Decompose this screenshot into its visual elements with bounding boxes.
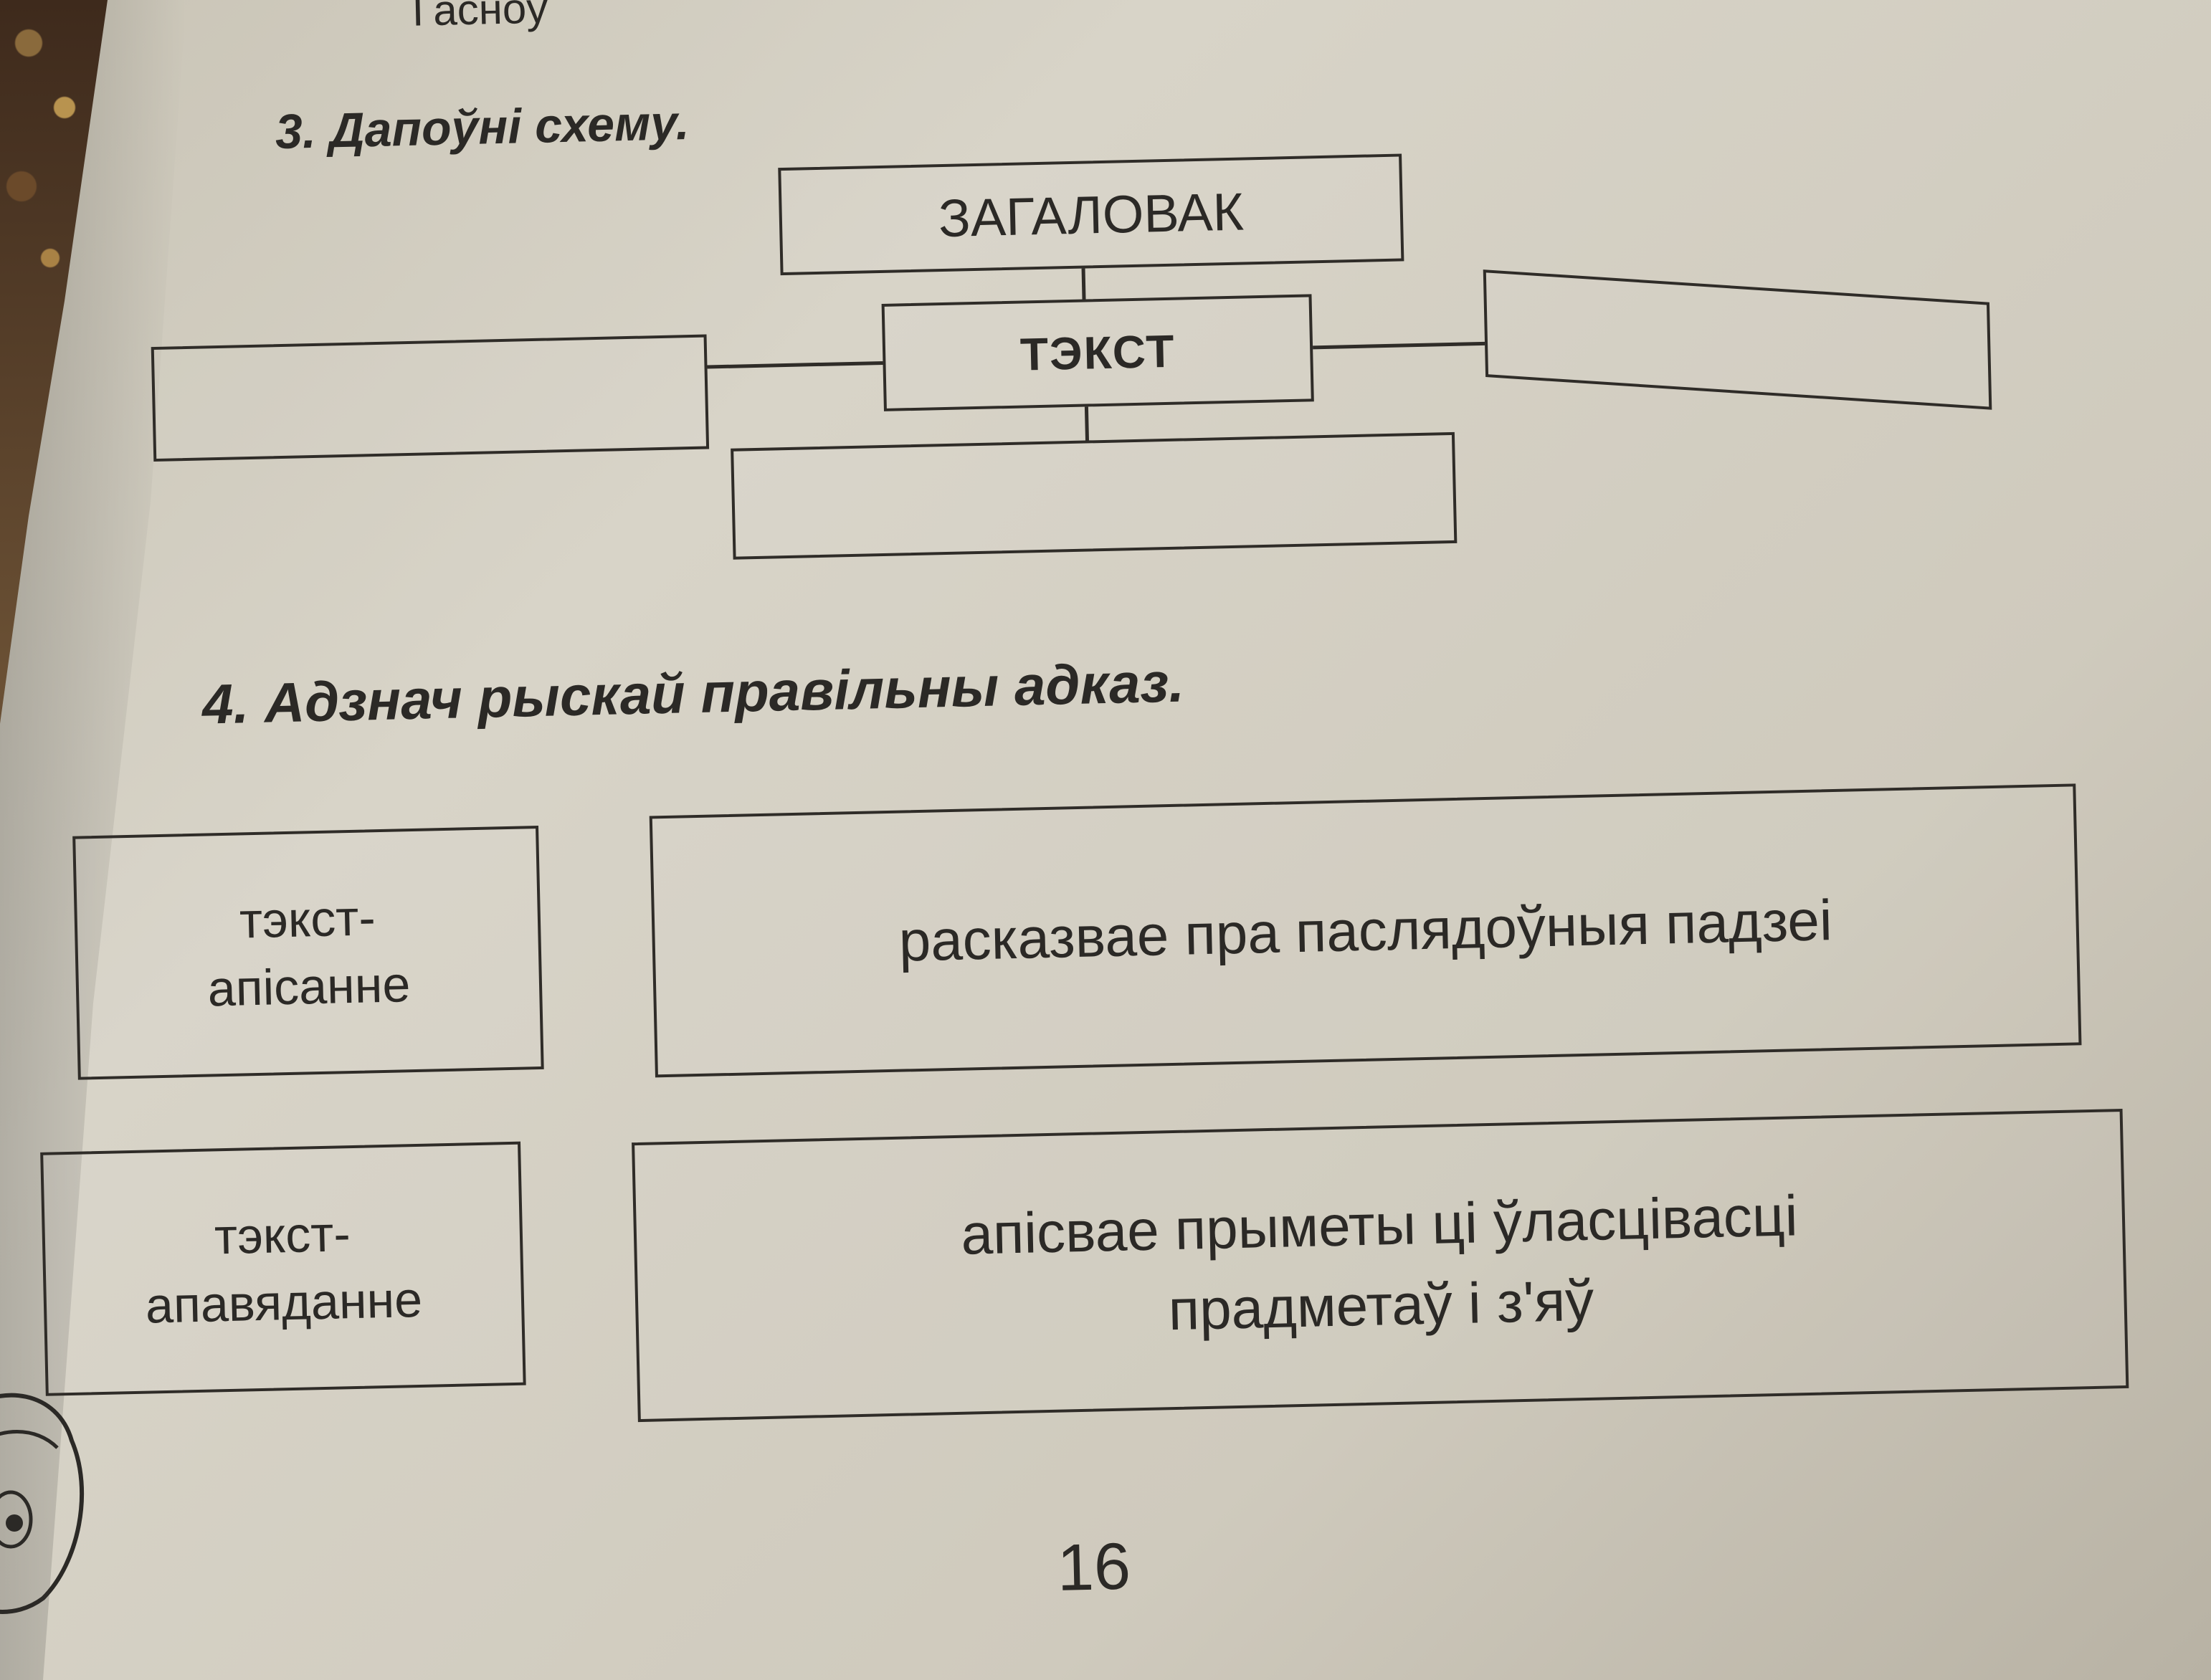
- task4-title: 4. Адзнач рыскай правільны адказ.: [201, 650, 1185, 736]
- scheme-connector-top: [1081, 268, 1086, 301]
- scheme-connector-bottom: [1084, 406, 1089, 441]
- definition-line1: расказвае пра паслядоўныя падзеі: [898, 887, 1833, 973]
- scheme-left-empty-box[interactable]: [151, 334, 710, 462]
- scheme-connector-right: [1313, 341, 1485, 350]
- text-type-box-description[interactable]: тэкст- апісанне: [72, 826, 544, 1080]
- page-number: 16: [1056, 1529, 1132, 1605]
- scheme-right-empty-box[interactable]: [1483, 269, 1992, 410]
- text-type-box-narrative[interactable]: тэкст- апавяданне: [40, 1141, 526, 1396]
- scheme-bottom-empty-box[interactable]: [731, 431, 1458, 560]
- scheme-connector-left: [707, 361, 883, 369]
- scheme-title-box: ЗАГАЛОВАК: [778, 153, 1404, 276]
- definition-box-properties[interactable]: апісвае прыметы ці ўласцівасці прадметаў…: [632, 1108, 2129, 1423]
- task3-title: 3. Дапоўні схему.: [275, 95, 690, 160]
- text-type-line2: апавяданне: [145, 1271, 423, 1334]
- mascot-drawing-icon: [0, 1393, 85, 1614]
- definition-box-events[interactable]: расказвае пра паслядоўныя падзеі: [649, 783, 2082, 1078]
- text-type-line2: апісанне: [206, 956, 412, 1017]
- scheme-center-box: ТЭКСТ: [881, 294, 1314, 411]
- cut-off-text: Гасноў: [412, 0, 548, 35]
- text-type-line1: тэкст-: [214, 1205, 351, 1264]
- text-type-line1: тэкст-: [239, 889, 376, 948]
